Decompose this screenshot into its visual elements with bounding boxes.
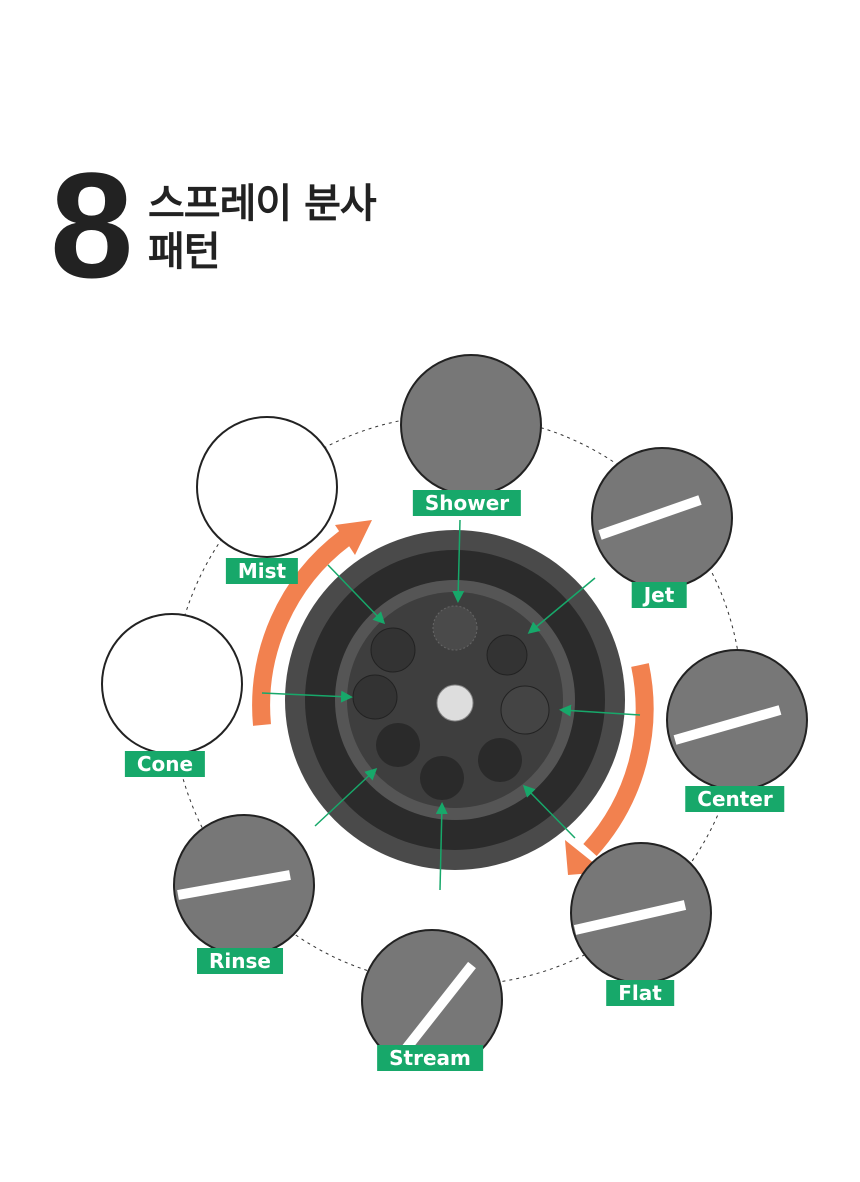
- rotate-arrow-left: [252, 530, 351, 726]
- rotate-arrow-right: [583, 663, 654, 857]
- spray-streams: [177, 495, 782, 1054]
- heading-number: 8: [50, 141, 134, 309]
- label-cone: Cone: [124, 751, 206, 777]
- heading-line2: 패턴: [148, 229, 221, 275]
- pattern-bubbles: [101, 354, 808, 1071]
- label-flat: Flat: [606, 980, 674, 1006]
- heading-line1: 스프레이 분사: [148, 181, 377, 227]
- label-jet: Jet: [631, 582, 687, 608]
- label-rinse: Rinse: [197, 948, 283, 974]
- label-stream: Stream: [377, 1045, 483, 1071]
- pointer-arrows: [261, 519, 641, 891]
- label-mist: Mist: [225, 558, 299, 584]
- label-shower: Shower: [412, 490, 522, 516]
- label-center: Center: [685, 786, 785, 812]
- nozzle-head: [285, 530, 625, 870]
- heading-title: 스프레이 분사 패턴: [148, 180, 377, 276]
